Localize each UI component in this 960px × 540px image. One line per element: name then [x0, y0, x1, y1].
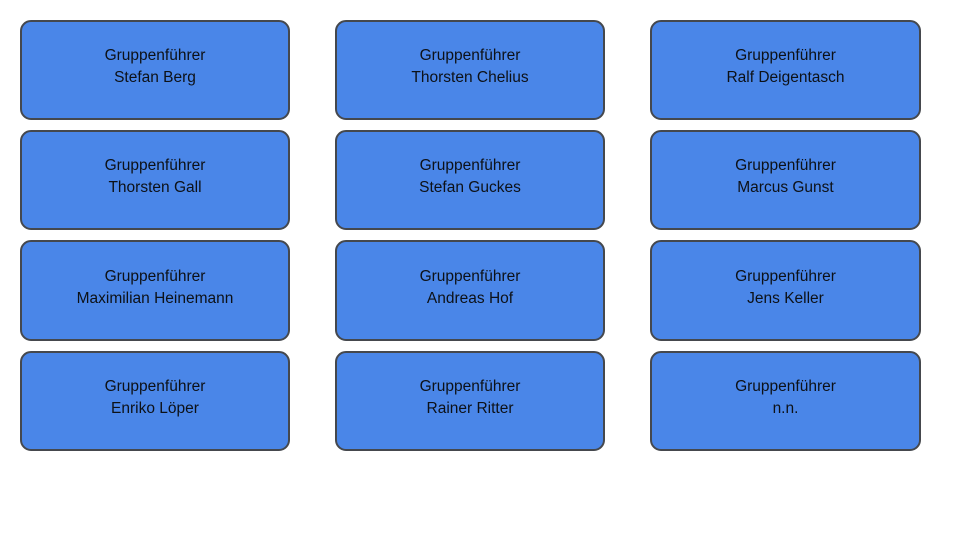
card-role-label: Gruppenführer [419, 47, 521, 64]
card-role-label: Gruppenführer [735, 157, 836, 174]
card-role-label: Gruppenführer [104, 47, 206, 64]
card-person-name: Rainer Ritter [426, 400, 514, 417]
gruppenfuehrer-card[interactable]: Gruppenführer Enriko Löper [20, 351, 290, 451]
card-person-name: Thorsten Gall [108, 179, 202, 196]
gruppenfuehrer-card[interactable]: Gruppenführer Ralf Deigentasch [650, 20, 921, 120]
gruppenfuehrer-card[interactable]: Gruppenführer Marcus Gunst [650, 130, 921, 230]
card-person-name: Marcus Gunst [737, 179, 834, 196]
gruppenfuehrer-card[interactable]: Gruppenführer Stefan Guckes [335, 130, 605, 230]
card-role-label: Gruppenführer [419, 267, 521, 285]
card-person-name: n.n. [772, 400, 799, 417]
gruppenfuehrer-card[interactable]: Gruppenführer Stefan Berg [20, 20, 290, 120]
gruppenfuehrer-card[interactable]: Gruppenführer Andreas Hof [335, 240, 605, 341]
gruppenfuehrer-card[interactable]: Gruppenführer Jens Keller [650, 240, 921, 341]
card-role-label: Gruppenführer [419, 157, 521, 174]
card-person-name: Stefan Guckes [419, 179, 521, 196]
card-role-label: Gruppenführer [735, 47, 836, 64]
card-person-name: Thorsten Chelius [411, 69, 529, 86]
card-role-label: Gruppenführer [735, 378, 836, 395]
card-role-label: Gruppenführer [419, 378, 521, 395]
card-person-name: Jens Keller [747, 289, 824, 307]
card-role-label: Gruppenführer [104, 267, 206, 285]
card-role-label: Gruppenführer [735, 267, 836, 285]
gruppenfuehrer-card[interactable]: Gruppenführer n.n. [650, 351, 921, 451]
gruppenfuehrer-card[interactable]: Gruppenführer Rainer Ritter [335, 351, 605, 451]
gruppenfuehrer-card[interactable]: Gruppenführer Thorsten Gall [20, 130, 290, 230]
card-person-name: Stefan Berg [114, 69, 196, 86]
gruppenfuehrer-card[interactable]: Gruppenführer Maximilian Heinemann [20, 240, 290, 341]
card-role-label: Gruppenführer [104, 157, 206, 174]
card-person-name: Andreas Hof [426, 289, 514, 307]
card-person-name: Enriko Löper [111, 400, 199, 417]
card-role-label: Gruppenführer [104, 378, 206, 395]
gruppenfuehrer-card-grid: Gruppenführer Stefan Berg Gruppenführer … [20, 20, 921, 452]
card-person-name: Ralf Deigentasch [726, 69, 845, 86]
card-person-name: Maximilian Heinemann [76, 289, 234, 307]
gruppenfuehrer-card[interactable]: Gruppenführer Thorsten Chelius [335, 20, 605, 120]
